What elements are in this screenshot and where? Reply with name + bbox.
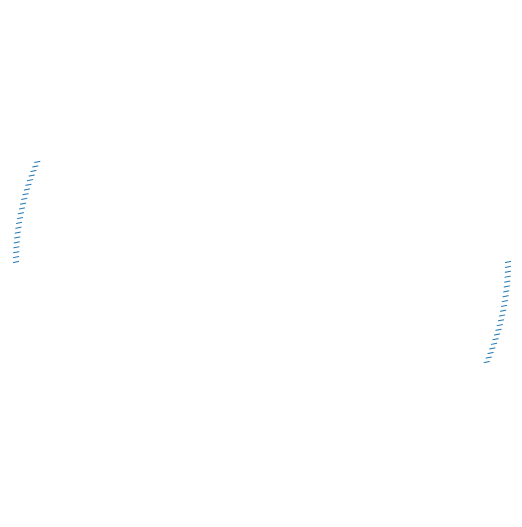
tick-mark	[493, 333, 501, 336]
tick-mark	[14, 231, 21, 234]
tick-mark	[28, 174, 35, 177]
tick-mark	[501, 299, 508, 303]
tick-mark	[504, 265, 512, 269]
tick-mark	[16, 216, 24, 220]
tick-mark	[496, 323, 503, 327]
tick-mark	[485, 356, 492, 359]
tick-mark	[26, 179, 34, 182]
tick-mark	[22, 193, 29, 196]
tick-mark	[487, 351, 494, 355]
tick-mark	[504, 270, 511, 273]
tick-mark	[483, 360, 490, 364]
tick-mark	[500, 304, 508, 308]
tick-mark	[34, 160, 41, 164]
tick-mark	[502, 295, 509, 298]
tick-mark	[25, 183, 32, 186]
tick-mark	[503, 285, 510, 288]
tick-mark	[492, 338, 499, 341]
tick-mark	[13, 251, 20, 254]
tick-mark	[13, 246, 20, 249]
tick-mark	[504, 275, 511, 278]
tick-mark	[23, 188, 31, 191]
tick-mark	[504, 280, 511, 283]
tick-mark	[19, 202, 27, 205]
tick-mark	[30, 169, 37, 173]
tick-mark	[21, 197, 28, 201]
tick-mark	[18, 207, 25, 210]
tick-mark	[16, 221, 23, 225]
tick-mark	[490, 342, 498, 345]
tick-mark	[14, 236, 21, 239]
tick-mark	[503, 290, 510, 293]
tick-mark	[504, 260, 512, 264]
tick-mark	[17, 212, 24, 215]
tick-mark	[32, 165, 39, 168]
tick-mark	[500, 309, 507, 312]
tick-arc-right	[483, 260, 512, 364]
tick-mark	[12, 255, 20, 259]
tick-mark	[489, 347, 496, 350]
tick-arc-left	[12, 160, 41, 264]
tick-mark	[15, 226, 22, 229]
tick-mark	[12, 260, 20, 264]
tick-mark	[13, 241, 20, 244]
tick-mark	[495, 328, 502, 331]
tick-mark	[497, 319, 505, 322]
tick-mark	[499, 314, 506, 317]
